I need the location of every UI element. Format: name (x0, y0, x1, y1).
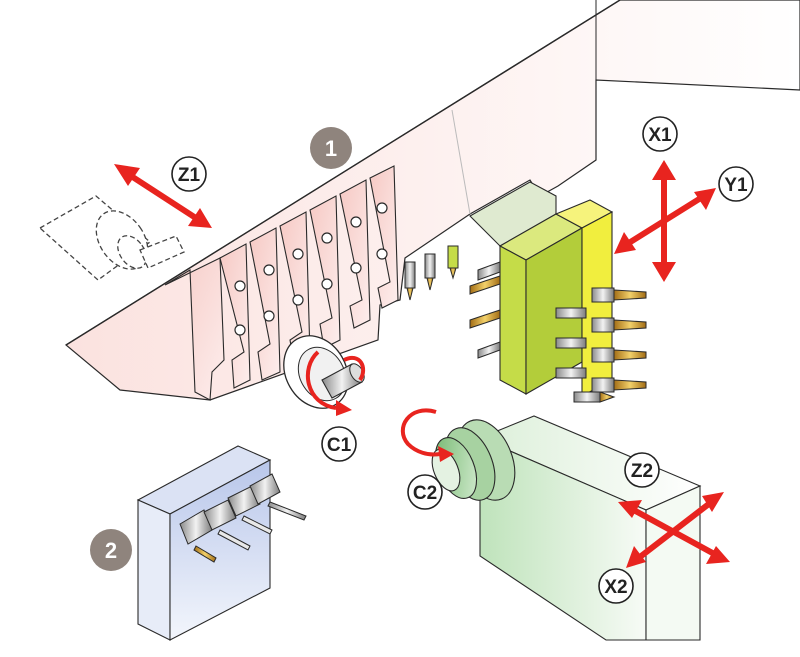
c1-arrowhead (336, 400, 352, 416)
axis-label-c2: C2 (407, 474, 443, 510)
svg-text:C1: C1 (327, 435, 352, 456)
z1-double-arrow-icon (114, 164, 212, 228)
block2-tools (179, 473, 307, 563)
svg-text:1: 1 (325, 136, 337, 161)
svg-text:Y1: Y1 (724, 175, 748, 196)
axis-label-y1: Y1 (718, 166, 754, 202)
svg-text:X2: X2 (604, 577, 627, 598)
block2-front (137, 499, 171, 641)
turret-1 (64, 0, 800, 401)
c1-rotation-arrow-icon (305, 350, 366, 410)
axis-label-c1: C1 (321, 426, 357, 462)
turret-back-plate (64, 0, 800, 401)
spindle2-side (645, 485, 701, 641)
svg-text:2: 2 (105, 538, 117, 563)
gang-tools-left (469, 261, 501, 359)
main-spindle-ghost (38, 195, 185, 281)
badge-2: 2 (90, 529, 132, 571)
axis-label-x2: X2 (598, 568, 634, 604)
yellow-block-drills (591, 287, 647, 393)
gang-connector (469, 181, 557, 247)
axis-label-z2: Z2 (624, 452, 660, 488)
axis-label-z1: Z1 (171, 156, 207, 192)
svg-text:C2: C2 (413, 483, 437, 504)
gang-green-front (499, 245, 527, 395)
z2-x2-cross-arrow-icon (618, 492, 730, 568)
svg-text:Z2: Z2 (631, 461, 653, 482)
svg-text:Z1: Z1 (178, 165, 201, 186)
spindle2-nose (431, 419, 516, 501)
gang-tools-right (555, 307, 616, 403)
turret-drills (404, 245, 459, 301)
axis-label-x1: X1 (642, 116, 678, 152)
badge-1: 1 (310, 127, 352, 169)
gang-tool-post (469, 181, 647, 403)
x1-y1-cross-arrow-icon (614, 160, 716, 282)
c2-rotation-arrow-icon (400, 408, 441, 457)
svg-text:X1: X1 (648, 125, 672, 146)
c2-arrowhead (438, 446, 454, 462)
tool-block-2 (136, 445, 307, 641)
turret-bolts (234, 202, 388, 336)
